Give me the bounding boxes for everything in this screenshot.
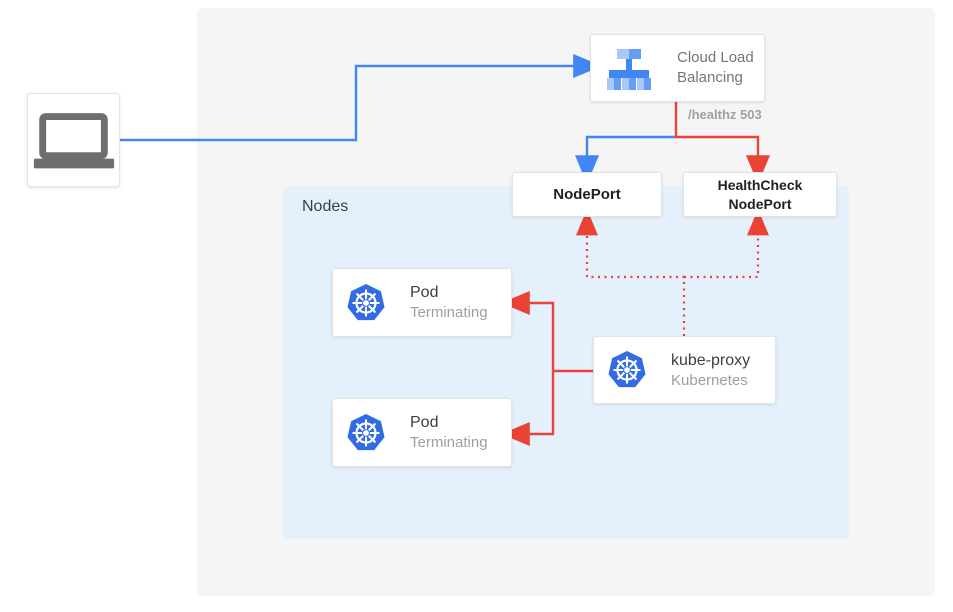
pod-2-labels: Pod Terminating <box>410 412 488 453</box>
kube-proxy-labels: kube-proxy Kubernetes <box>671 350 750 391</box>
cloud-load-balancing-icon <box>607 49 651 90</box>
kubeproxy-to-nodeport-dotted-arrow <box>576 209 686 336</box>
pod-1-status: Terminating <box>410 304 488 321</box>
nodeport-node: NodePort <box>512 172 662 217</box>
lb-to-healthcheck-arrow <box>674 102 770 184</box>
pod-2-status: Terminating <box>410 434 488 451</box>
cloud-load-balancing-node: Cloud Load Balancing <box>590 34 765 102</box>
kubeproxy-to-pod2-arrow <box>500 371 555 446</box>
client-node <box>27 93 120 187</box>
kube-proxy-title: kube-proxy <box>671 351 751 369</box>
nodeport-label: NodePort <box>553 186 621 203</box>
kubernetes-icon <box>347 283 385 320</box>
kube-proxy-subtitle: Kubernetes <box>671 371 748 389</box>
lb-to-nodeport-arrow <box>575 135 676 184</box>
kubeproxy-to-healthcheck-dotted-arrow <box>684 209 769 279</box>
kubeproxy-to-pod1-arrow <box>500 291 593 373</box>
kube-proxy-node: kube-proxy Kubernetes <box>593 336 776 404</box>
healthz-annotation: /healthz 503 <box>688 107 762 122</box>
kubernetes-icon <box>347 413 385 450</box>
pod-1-title: Pod <box>410 284 439 301</box>
cloud-load-balancing-label: Cloud Load Balancing <box>677 49 754 86</box>
pod-2-title: Pod <box>410 414 439 431</box>
pod-2-node: Pod Terminating <box>332 398 512 467</box>
pod-1-node: Pod Terminating <box>332 268 512 337</box>
client-to-lb-arrow <box>120 54 602 142</box>
pod-1-labels: Pod Terminating <box>410 282 488 323</box>
laptop-icon <box>33 113 115 169</box>
nodes-group-label: Nodes <box>302 198 349 215</box>
kubernetes-icon <box>608 351 646 388</box>
healthcheck-nodeport-label: HealthCheck NodePort <box>717 176 803 212</box>
healthcheck-nodeport-node: HealthCheck NodePort <box>683 172 837 217</box>
